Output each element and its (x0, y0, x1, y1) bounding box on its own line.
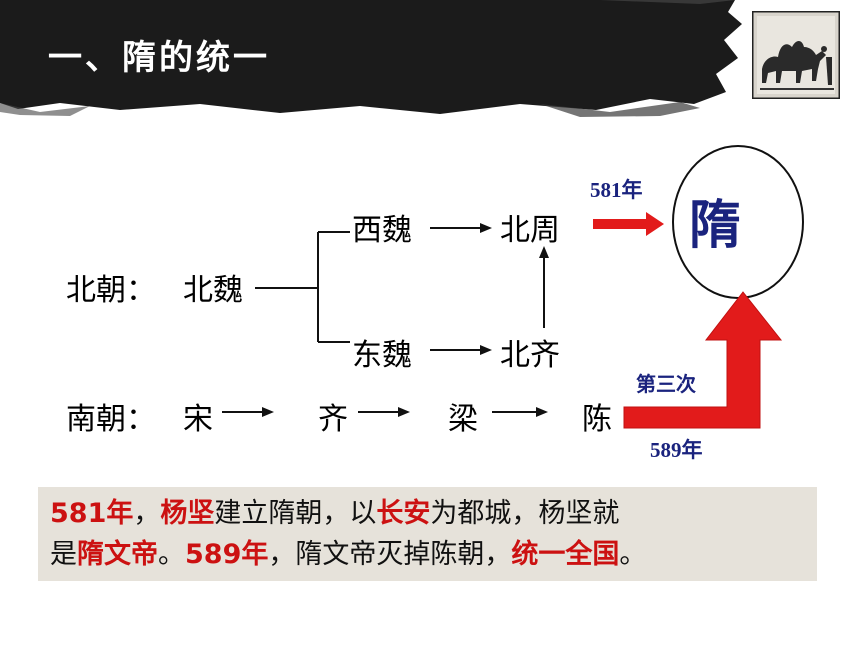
red-arrow-589 (623, 291, 783, 429)
summary-changan: 长安 (376, 498, 431, 529)
bei-qi-node: 北齐 (500, 338, 560, 373)
slide-title: 一、隋的统一 (48, 38, 270, 78)
song-node: 宋 (183, 402, 213, 437)
summary-sui-wendi: 隋文帝 (77, 539, 158, 570)
qi-node: 齐 (318, 402, 348, 437)
summary-text: 。 (619, 539, 647, 570)
summary-year-581: 581年 (50, 498, 134, 529)
summary-text: 为都城，杨坚就 (430, 498, 620, 529)
year-589-label: 589年 (650, 438, 703, 462)
summary-unify-country: 统一全国 (511, 539, 620, 570)
summary-yang-jian: 杨坚 (160, 498, 215, 529)
north-dynasties-label: 北朝： (66, 273, 156, 308)
south-dynasties-label: 南朝： (66, 402, 156, 437)
chen-node: 陈 (582, 402, 612, 437)
summary-text: 。 (158, 539, 185, 570)
summary-line-2: 是隋文帝。589年，隋文帝灭掉陈朝，统一全国。 (50, 534, 807, 575)
summary-text-box: 581年，杨坚建立隋朝，以长安为都城，杨坚就 是隋文帝。589年，隋文帝灭掉陈朝… (38, 487, 817, 581)
sui-node: 隋 (689, 196, 742, 256)
dong-wei-node: 东魏 (352, 338, 412, 373)
summary-text: 是 (50, 539, 77, 570)
bei-zhou-node: 北周 (500, 213, 560, 248)
red-arrow-581 (593, 212, 664, 236)
camel-rubbing-image (752, 11, 840, 99)
summary-line-1: 581年，杨坚建立隋朝，以长安为都城，杨坚就 (50, 493, 807, 534)
summary-text: ，隋文帝灭掉陈朝， (268, 539, 512, 570)
year-581-label: 581年 (590, 178, 643, 202)
xi-wei-node: 西魏 (352, 213, 412, 248)
bei-wei-node: 北魏 (183, 273, 243, 308)
summary-text: 建立隋朝，以 (214, 498, 377, 529)
ink-brush-banner (0, 0, 742, 117)
third-time-label: 第三次 (636, 372, 696, 396)
summary-year-589: 589年 (185, 539, 269, 570)
summary-text: ， (133, 498, 161, 529)
liang-node: 梁 (448, 402, 478, 437)
